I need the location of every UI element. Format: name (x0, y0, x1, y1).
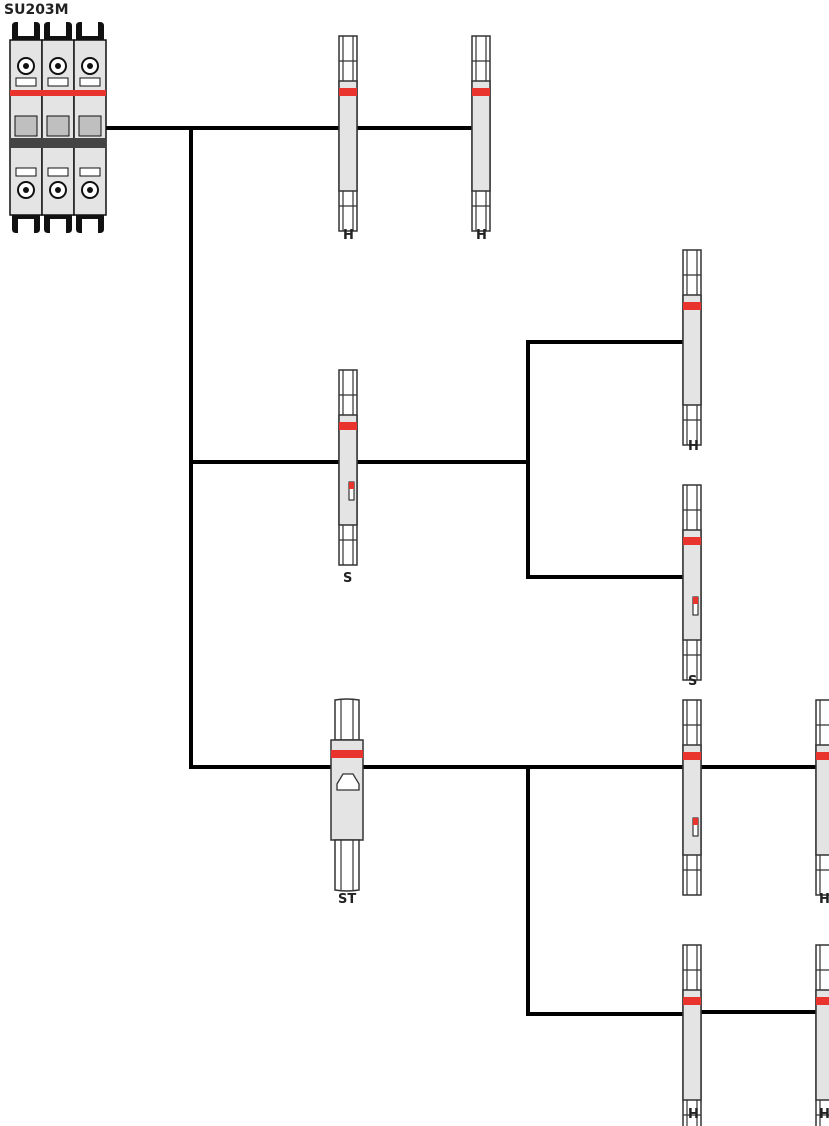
aux-module-h-bottom-c (682, 944, 702, 1126)
label-h-upper-right: H (688, 439, 699, 454)
label-h-bottom-a: H (819, 892, 829, 907)
label-h2: H (476, 228, 487, 243)
label-h-bottom-c: H (688, 1107, 699, 1122)
aux-module-h-bottom-a (682, 699, 702, 896)
label-st: ST (338, 892, 356, 907)
aux-module-h-bottom-d (815, 944, 829, 1126)
main-breaker-su203m (9, 22, 107, 233)
aux-module-h1 (338, 35, 358, 232)
aux-module-s-right (682, 484, 702, 681)
aux-module-h2 (471, 35, 491, 232)
aux-module-h-upper-right (682, 249, 702, 446)
label-s-right: S (688, 674, 697, 689)
label-h-bottom-d: H (819, 1107, 829, 1122)
st-module (330, 698, 364, 892)
label-h1: H (343, 228, 354, 243)
label-s-mid: S (343, 571, 352, 586)
aux-module-s-mid (338, 369, 358, 566)
wires (106, 126, 829, 1016)
aux-module-h-bottom-b (815, 699, 829, 896)
main-breaker-label: SU203M (4, 2, 69, 18)
